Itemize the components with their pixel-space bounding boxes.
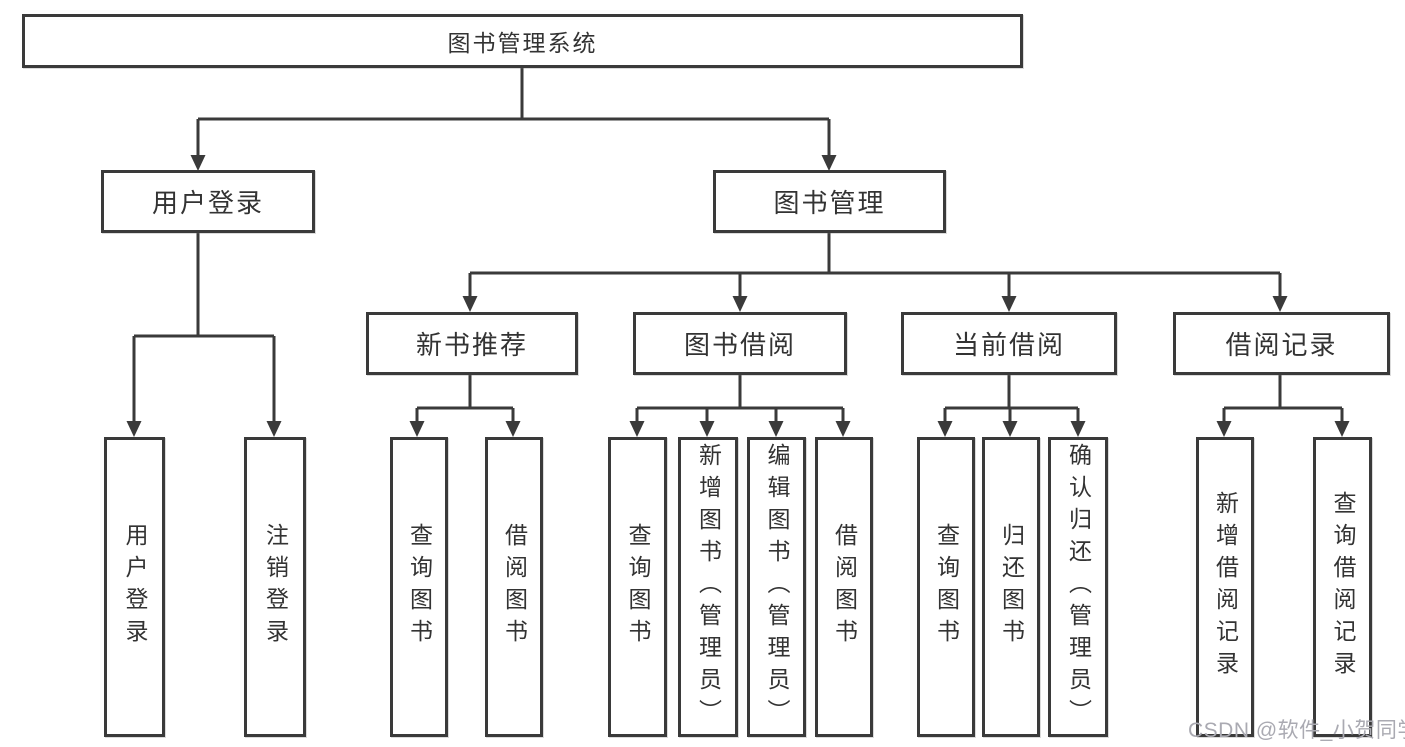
node-label: 图书管理系统 <box>447 30 598 56</box>
leaf-query-books-newbook: 查询图书 <box>390 437 448 737</box>
leaf-logout-login: 注销登录 <box>244 437 306 737</box>
leaf-label: 新增借阅记录 <box>1212 491 1239 683</box>
node-label: 借阅记录 <box>1225 330 1338 360</box>
leaf-label: 新增图书（管理员） <box>695 443 722 731</box>
node-user-login: 用户登录 <box>101 170 315 233</box>
leaf-return-books: 归还图书 <box>982 437 1040 737</box>
leaf-label: 用户登录 <box>122 523 148 651</box>
leaf-label: 借阅图书 <box>831 523 858 651</box>
leaf-query-books-current: 查询图书 <box>917 437 975 737</box>
node-book-borrowing: 图书借阅 <box>633 312 847 375</box>
connector-userlogin-to-leaves <box>126 233 282 437</box>
leaf-label: 编辑图书（管理员） <box>764 443 790 731</box>
leaf-label: 查询图书 <box>625 523 651 651</box>
leaf-add-books-admin: 新增图书（管理员） <box>678 437 738 737</box>
node-book-management: 图书管理 <box>713 170 946 233</box>
watermark: CSDN @软件_小贺同学 <box>1188 719 1405 742</box>
node-label: 图书管理 <box>773 188 886 218</box>
leaf-edit-books-admin: 编辑图书（管理员） <box>747 437 806 737</box>
node-label: 当前借阅 <box>952 330 1065 360</box>
leaf-label: 确认归还（管理员） <box>1065 443 1092 731</box>
leaf-query-borrow-record: 查询借阅记录 <box>1313 437 1372 737</box>
node-borrowing-records: 借阅记录 <box>1173 312 1390 375</box>
connector-currentborrow-to-leaves <box>937 375 1086 437</box>
connector-root-to-level2 <box>190 68 837 171</box>
node-library-management-system: 图书管理系统 <box>22 14 1023 68</box>
node-new-book-recommendation: 新书推荐 <box>366 312 578 375</box>
node-label: 图书借阅 <box>683 330 796 360</box>
leaf-label: 查询图书 <box>406 523 433 651</box>
leaf-query-books-borrow: 查询图书 <box>608 437 667 737</box>
connector-newbook-to-leaves <box>409 375 521 437</box>
leaf-borrow-books: 借阅图书 <box>815 437 873 737</box>
node-label: 用户登录 <box>151 188 264 218</box>
connector-records-to-leaves <box>1216 375 1350 437</box>
leaf-label: 借阅图书 <box>501 523 528 651</box>
leaf-confirm-return-admin: 确认归还（管理员） <box>1048 437 1108 737</box>
leaf-label: 归还图书 <box>998 523 1025 651</box>
node-current-borrowing: 当前借阅 <box>901 312 1117 375</box>
leaf-add-borrow-record: 新增借阅记录 <box>1196 437 1254 737</box>
leaf-user-login: 用户登录 <box>104 437 165 737</box>
node-label: 新书推荐 <box>415 330 528 360</box>
leaf-borrow-books-newbook: 借阅图书 <box>485 437 543 737</box>
connector-bookmgmt-to-level3 <box>462 233 1288 312</box>
leaf-label: 查询借阅记录 <box>1330 491 1356 683</box>
leaf-label: 注销登录 <box>262 523 289 651</box>
leaf-label: 查询图书 <box>933 523 960 651</box>
connector-bookborrow-to-leaves <box>629 375 851 437</box>
